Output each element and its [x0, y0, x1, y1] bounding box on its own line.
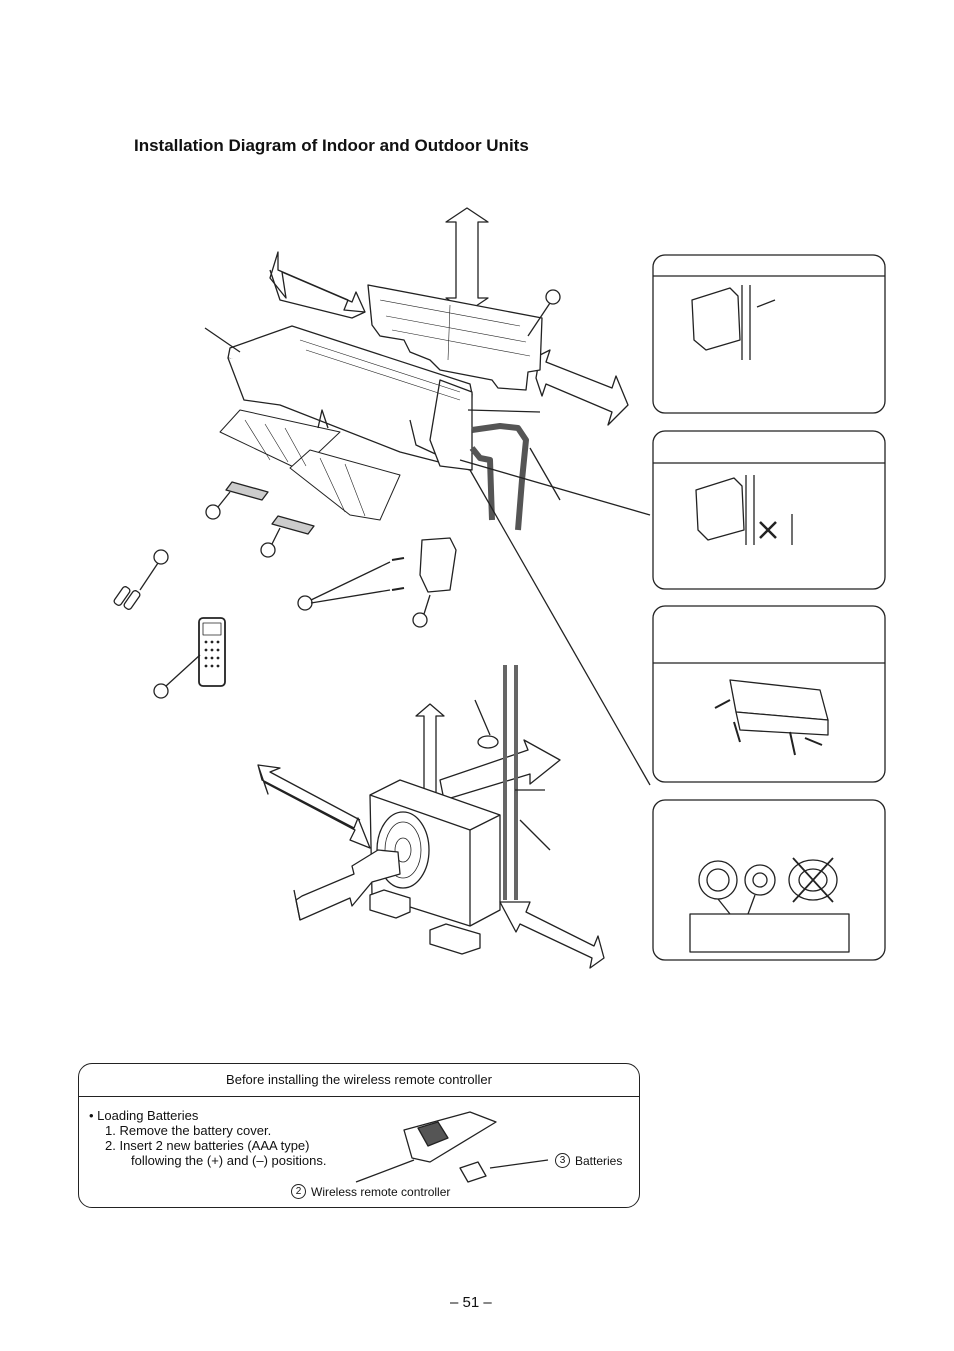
remote-battery-illustration [355, 1111, 549, 1183]
callout-number: 3 [555, 1153, 570, 1168]
clearance-arrow-left [269, 251, 366, 313]
callout-number: 2 [291, 1184, 306, 1199]
page-number: – 51 – [450, 1294, 492, 1311]
info-panel-3 [652, 605, 886, 783]
callout-label: Wireless remote controller [311, 1184, 451, 1199]
step-2: 2. Insert 2 new batteries (AAA type) [105, 1138, 310, 1153]
clearance-arrow-outdoor-bottom [499, 901, 605, 969]
remote-holder-icon [419, 537, 457, 593]
battery-steps: • Loading Batteries 1. Remove the batter… [89, 1108, 326, 1168]
step-1: 1. Remove the battery cover. [105, 1123, 272, 1138]
battery-box-header: Before installing the wireless remote co… [79, 1064, 639, 1097]
callout-batteries: 3 Batteries [555, 1153, 622, 1168]
clearance-arrow-outdoor-left [257, 764, 371, 849]
remote-controller-icon [198, 617, 226, 687]
info-panel-1 [652, 254, 886, 414]
indoor-unit-icon [227, 325, 473, 471]
battery-instructions-box: Before installing the wireless remote co… [78, 1063, 640, 1208]
airflow-arrow-front [295, 849, 401, 921]
air-filter-icon [219, 409, 401, 521]
mounting-plate-icon [367, 284, 543, 391]
clearance-arrow-right [535, 349, 629, 426]
info-panel-2 [652, 430, 886, 590]
clearance-arrow-outdoor-right [439, 739, 561, 801]
screws-icon [391, 557, 405, 591]
callout-circle-plate [545, 289, 561, 305]
callout-label: Batteries [575, 1153, 623, 1168]
callout-remote: 2 Wireless remote controller [291, 1184, 450, 1199]
outdoor-unit-icon [369, 779, 501, 927]
step-heading: • Loading Batteries [89, 1108, 199, 1123]
step-2-continued: following the (+) and (–) positions. [131, 1153, 327, 1168]
page-title: Installation Diagram of Indoor and Outdo… [134, 136, 529, 155]
clearance-arrow-top [445, 207, 489, 313]
batteries-icon [113, 586, 141, 610]
info-panel-4 [652, 799, 886, 961]
